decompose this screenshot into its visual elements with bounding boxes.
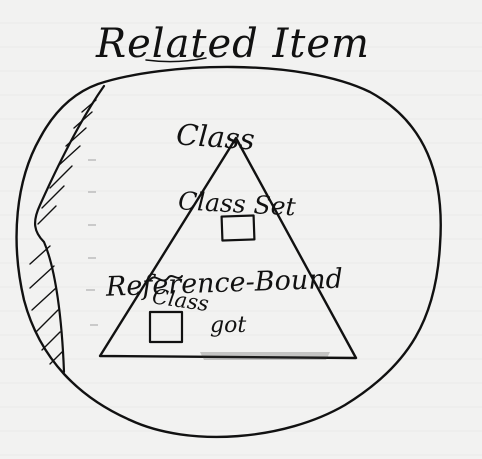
left-region-hatching (29, 99, 97, 365)
reference-bound-label: Reference-Bound (104, 264, 343, 303)
scribble-overwrite (149, 275, 183, 282)
title-underline-stroke (145, 57, 207, 63)
apex-class-label: Class (175, 117, 256, 156)
got-label: got (210, 313, 246, 338)
triangle-base-shadow (200, 352, 330, 360)
class-set-box (220, 214, 256, 242)
left-shaded-boundary (34, 84, 106, 374)
reference-bound-box (148, 310, 184, 344)
diagram-title: Related Item (95, 21, 370, 67)
paper-margin-ticks (86, 159, 98, 326)
hierarchy-triangle (98, 136, 358, 360)
outer-circle (15, 65, 442, 439)
